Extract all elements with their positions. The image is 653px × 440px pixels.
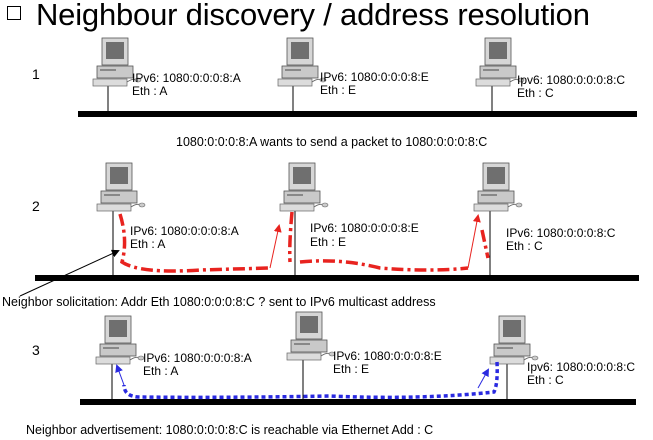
step-number: 1 [32,66,40,82]
host-c-ipv6: IPv6: 1080:0:0:0:8:C [506,226,616,240]
host-a-ipv6: IPv6: 1080:0:0:0:8:A [130,224,239,238]
host-a-ipv6: IPv6: 1080:0:0:0:8:A [143,351,252,365]
advertisement-path [122,361,499,400]
host-a-ipv6: IPv6: 1080:0:0:0:8:A [132,71,241,85]
ethernet-bus [78,111,637,117]
host-c-eth: Eth : C [527,373,564,387]
slide-title: Neighbour discovery / address resolution [36,0,590,32]
solicitation-path [118,213,271,273]
host-e-eth: Eth : E [320,83,357,97]
host-c-ipv6: Ipv6: 1080:0:0:0:8:C [527,360,636,374]
send-intent-text: 1080:0:0:0:8:A wants to send a packet to… [176,135,488,149]
host-e-ipv6: IPv6: 1080:0:0:0:8:E [333,349,442,363]
ethernet-bus [80,399,636,405]
host-c-ipv6: Ipv6: 1080:0:0:0:8:C [517,73,626,87]
host-a-eth: Eth : A [132,84,168,98]
computer-icon [279,162,329,212]
host-e-eth: Eth : E [333,362,370,376]
advertisement-text: Neighbor advertisement: 1080:0:0:0:8:C i… [26,423,434,437]
computer-icon [473,162,523,212]
host-e-ipv6: IPv6: 1080:0:0:0:8:E [310,221,419,235]
step-number: 3 [32,342,40,358]
host-a-eth: Eth : A [130,237,166,251]
host-c-eth: Eth : C [506,239,543,253]
host-e-eth: Eth : E [310,235,347,249]
computer-icon [286,311,336,361]
host-e-ipv6: IPv6: 1080:0:0:0:8:E [320,70,429,84]
host-c-eth: Eth : C [517,86,554,100]
title-bullet-icon [7,6,21,20]
step-number: 2 [32,198,40,214]
computer-icon [489,315,539,365]
computer-icon [95,315,145,365]
computer-icon [96,162,146,212]
solicitation-text: Neighbor solicitation: Addr Eth 1080:0:0… [2,295,436,309]
host-a-eth: Eth : A [143,364,179,378]
computer-icon [277,37,327,87]
ethernet-bus [35,275,639,281]
